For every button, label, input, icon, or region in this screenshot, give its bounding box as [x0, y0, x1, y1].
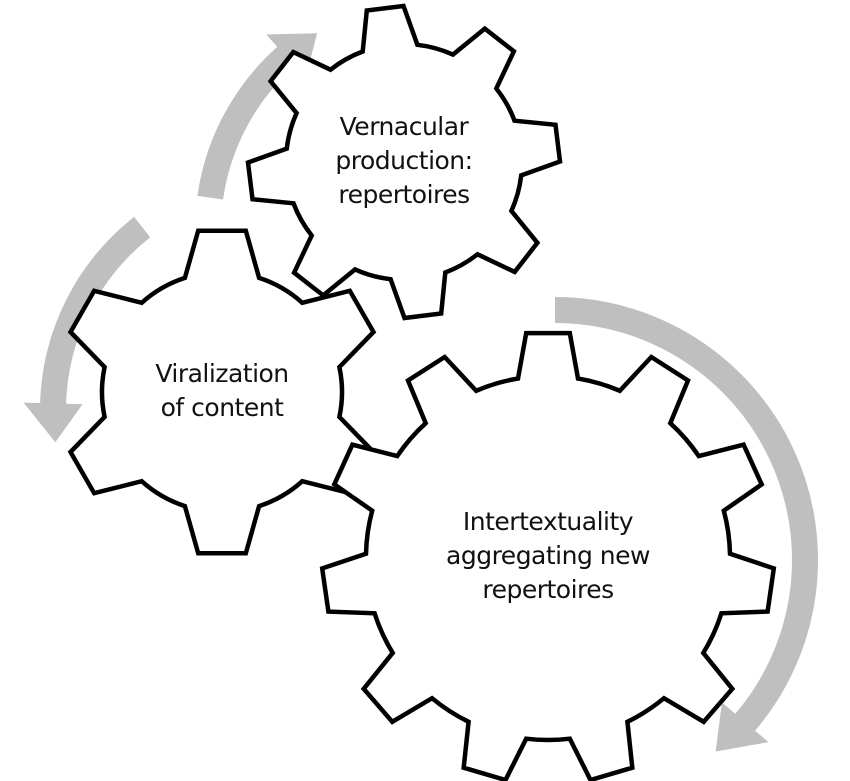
arrow-to-viralization-icon — [23, 216, 151, 443]
label-line: repertoires — [482, 575, 614, 604]
label-line: of content — [160, 393, 284, 422]
label-line: repertoires — [338, 180, 470, 209]
arrows-layer — [23, 33, 819, 752]
label-line: Vernacular — [339, 112, 469, 141]
gear-label-viralization: Viralization of content — [155, 357, 289, 425]
arrow-to-intertextuality-icon — [555, 297, 819, 752]
label-line: Viralization — [155, 359, 289, 388]
gear-label-intertextuality: Intertextuality aggregating new repertoi… — [446, 505, 650, 607]
arrow-to-vernacular-icon — [197, 33, 318, 200]
label-line: Intertextuality — [462, 507, 634, 536]
gear-label-vernacular: Vernacular production: repertoires — [335, 110, 473, 212]
label-line: production: — [335, 146, 473, 175]
gear-vernacular — [245, 3, 563, 321]
label-line: aggregating new — [446, 541, 650, 570]
gear-intertextuality — [319, 330, 777, 781]
gear-viralization — [67, 228, 377, 556]
gears-layer — [67, 3, 777, 781]
